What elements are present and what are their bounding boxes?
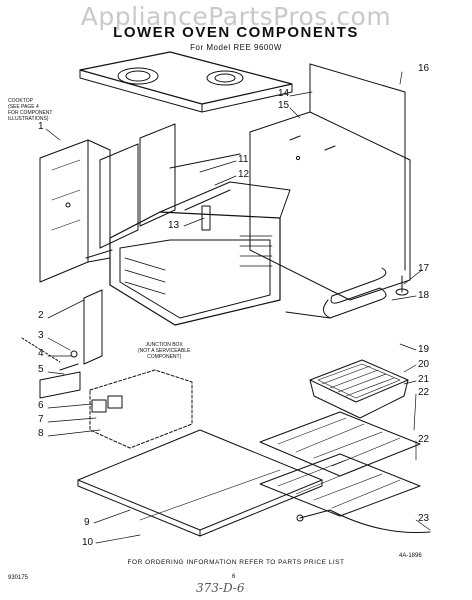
callout-6: 6 [38, 400, 44, 411]
oven-cavity-part [109, 181, 291, 326]
cooktop-part [79, 51, 293, 113]
diagram-title: LOWER OVEN COMPONENTS [113, 24, 359, 41]
callout-11: 11 [238, 154, 249, 165]
callout-7: 7 [38, 414, 44, 425]
ordering-info-footer: FOR ORDERING INFORMATION REFER TO PARTS … [127, 559, 345, 566]
callout-15: 15 [278, 100, 290, 111]
callout-20: 20 [418, 359, 430, 370]
part-code-left: 930175 [8, 575, 29, 581]
callout-13: 13 [168, 220, 180, 231]
callout-16: 16 [418, 63, 430, 74]
callout-1: 1 [38, 121, 44, 132]
callout-19: 19 [418, 344, 430, 355]
callout-21: 21 [418, 374, 430, 385]
callout-23: 23 [418, 513, 430, 524]
connector-part [395, 275, 409, 296]
junction-box-note: JUNCTION BOX (NOT A SERVICEABLE COMPONEN… [138, 342, 191, 360]
callout-22-upper: 22 [418, 387, 430, 398]
callout-2: 2 [38, 310, 44, 321]
bracket-part [83, 153, 241, 365]
callout-4: 4 [38, 348, 44, 359]
watermark: AppliancePartsPros.com [80, 2, 392, 31]
part-code-right: 4A-1896 [399, 553, 422, 559]
callout-leaders [45, 71, 431, 544]
bake-element-part [285, 267, 387, 319]
junction-box-part [39, 369, 193, 449]
model-subtitle: For Model REE 9600W [190, 43, 282, 52]
handwritten-note: 373-D-6 [196, 581, 245, 595]
oven-back-wall-part [249, 63, 411, 301]
broil-pan-part [309, 359, 409, 419]
callout-12: 12 [238, 169, 250, 180]
callout-8: 8 [38, 428, 44, 439]
callout-22-lower: 22 [418, 434, 430, 445]
callout-9: 9 [84, 517, 90, 528]
probe-part [296, 509, 431, 533]
small-hardware-part [21, 337, 79, 371]
callout-17: 17 [418, 263, 430, 274]
side-panel-part [39, 123, 176, 283]
callout-3: 3 [38, 330, 44, 341]
cooktop-reference-note: COOKTOP (SEE PAGE 4 FOR COMPONENT ILLUST… [8, 98, 53, 122]
callout-14: 14 [278, 88, 290, 99]
callout-18: 18 [418, 290, 430, 301]
page-number: 6 [232, 574, 236, 580]
callout-10: 10 [82, 537, 94, 548]
callout-5: 5 [38, 364, 44, 375]
oven-rack-part [259, 411, 421, 517]
oven-bottom-panel-part [77, 429, 323, 537]
